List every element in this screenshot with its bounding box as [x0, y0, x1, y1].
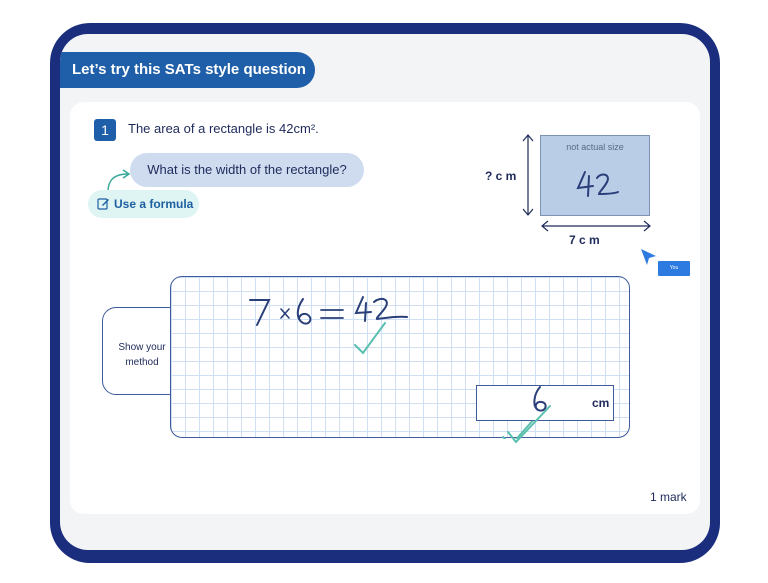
height-label: ? c m [485, 169, 517, 183]
curved-arrow-icon [107, 169, 131, 193]
cursor-arrow-icon [641, 249, 656, 265]
use-formula-button[interactable]: Use a formula [88, 190, 199, 218]
page-title: Let’s try this SATs style question [60, 52, 315, 88]
width-label: 7 c m [569, 233, 600, 247]
handwritten-42 [576, 171, 619, 197]
question-card: 1 The area of a rectangle is 42cm². What… [70, 102, 700, 514]
question-number: 1 [94, 119, 116, 141]
screen: Let’s try this SATs style question 1 The… [60, 34, 710, 550]
marks-label: 1 mark [650, 490, 687, 504]
pencil-edit-icon [97, 198, 109, 210]
show-method-line2: method [125, 357, 159, 368]
rectangle-diagram: not actual size [540, 135, 650, 216]
prompt-bubble: What is the width of the rectangle? [130, 153, 364, 187]
dimension-arrows [522, 134, 651, 232]
user-cursor-label: You [658, 261, 690, 276]
answer-unit: cm [592, 396, 610, 410]
use-formula-label: Use a formula [114, 197, 194, 211]
show-method-line1: Show your [118, 342, 166, 353]
not-actual-size-note: not actual size [566, 142, 624, 152]
show-method-label: Show your method [110, 340, 174, 370]
question-text: The area of a rectangle is 42cm². [128, 121, 319, 136]
method-tab [102, 307, 182, 395]
